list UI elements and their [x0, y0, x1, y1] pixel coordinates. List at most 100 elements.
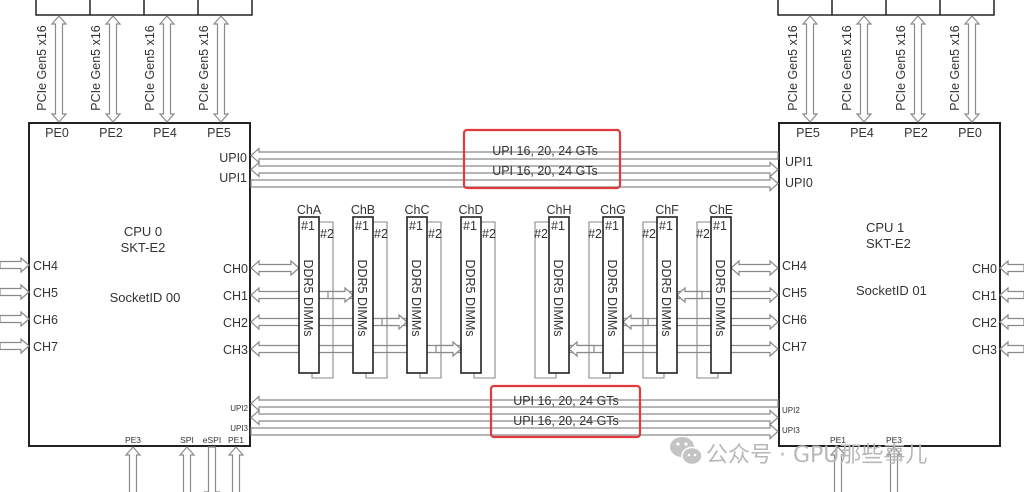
upi-top-link-1: [250, 147, 779, 164]
cpu1-dimm-ch-head: [676, 286, 703, 304]
dimm2-outline: [419, 221, 442, 379]
dimm2-outline: [696, 221, 719, 379]
cpu1-bottom-port-link: [829, 446, 847, 492]
dimm1-module: [548, 216, 570, 374]
pcie-port-label: PE5: [207, 126, 231, 140]
cpu1-upi2-label: UPI2: [782, 406, 800, 415]
pcie-link-label: PCIe Gen5 x16: [948, 25, 962, 111]
link-arrow: [104, 15, 122, 123]
dimm2-label: #2: [482, 227, 496, 241]
cpu0-block: CPU 0 SKT-E2 SocketID 00: [28, 122, 251, 447]
dimm-type-label: DDR5 DIMMs: [409, 259, 423, 336]
link-arrow: [0, 256, 30, 274]
link-arrow: [855, 15, 873, 123]
link-arrow: [250, 423, 779, 440]
dimm2-label: #2: [374, 227, 388, 241]
cpu1-dimm-ch-head: [568, 340, 595, 358]
cpu0-right-ch-label: CH2: [223, 316, 248, 330]
link-arrow: [0, 337, 30, 355]
cpu0-ext-ch-link: [0, 256, 30, 274]
dimm-type-label: DDR5 DIMMs: [713, 259, 727, 336]
pcie-link-label: PCIe Gen5 x16: [89, 25, 103, 111]
link-arrow: [999, 313, 1024, 331]
cpu1-left-ch-label: CH5: [782, 286, 807, 300]
cpu1-dimm-ch-link: [730, 259, 779, 277]
link-arrow: [999, 286, 1024, 304]
pcie-link: [963, 15, 981, 123]
cpu1-right-ch-label: CH1: [972, 289, 997, 303]
pcie-port-label: PE2: [904, 126, 928, 140]
cpu0-left-ch-label: CH7: [33, 340, 58, 354]
dimm-channel-label: ChD: [458, 203, 483, 217]
cpu0-bottom-port-label: PE3: [125, 435, 141, 445]
cpu0-upi2-label: UPI2: [230, 404, 248, 413]
cpu0-upi0-label: UPI0: [219, 151, 247, 165]
dimm1-module: [460, 216, 482, 374]
dimm2-outline: [311, 221, 334, 379]
upi-bottom-link-1: [250, 395, 779, 412]
cpu0-bottom-port-label: eSPI: [203, 435, 221, 445]
pcie-port-label: PE4: [850, 126, 874, 140]
cpu1-right-ch-label: CH3: [972, 343, 997, 357]
dimm1-label: #1: [409, 219, 423, 233]
cpu1-bottom-port-label: PE1: [830, 435, 846, 445]
cpu0-bottom-port-link: [203, 446, 221, 492]
cpu1-upi3-label: UPI3: [782, 426, 800, 435]
dimm1-label: #1: [713, 219, 727, 233]
cpu0-socket-id: SocketID 00: [110, 290, 181, 305]
link-arrow: [999, 340, 1024, 358]
link-arrow: [50, 15, 68, 123]
link-arrow: [250, 147, 779, 164]
dimm2-label: #2: [428, 227, 442, 241]
link-arrow: [622, 313, 649, 331]
wechat-icon: [670, 437, 703, 466]
dimm1-module: [656, 216, 678, 374]
cpu0-right-ch-label: CH0: [223, 262, 248, 276]
cpu0-left-ch-label: CH6: [33, 313, 58, 327]
link-arrow: [250, 259, 300, 277]
link-arrow: [999, 259, 1024, 277]
cpu0-outline: [28, 122, 251, 447]
pcie-port-label: PE5: [796, 126, 820, 140]
cpu0-left-ch-label: CH4: [33, 259, 58, 273]
dimm1-label: #1: [605, 219, 619, 233]
cpu1-ext-ch-link: [999, 340, 1024, 358]
dimm1-label: #1: [301, 219, 315, 233]
cpu0-dimm-ch-link: [250, 259, 300, 277]
cpu1-ext-ch-link: [999, 259, 1024, 277]
cpu1-bottom-port-link: [885, 446, 903, 492]
pcie-link: [158, 15, 176, 123]
link-arrow: [250, 175, 779, 192]
dimm-type-label: DDR5 DIMMs: [301, 259, 315, 336]
link-arrow: [203, 446, 221, 492]
link-arrow: [963, 15, 981, 123]
cpu0-ext-ch-link: [0, 310, 30, 328]
dimm1-module: [298, 216, 320, 374]
upi-top-link-3: [250, 175, 779, 192]
upi-bottom-highlight-box: [489, 384, 642, 439]
pcie-link: [50, 15, 68, 123]
cpu0-upi3-label: UPI3: [230, 424, 248, 433]
pcie-link: [801, 15, 819, 123]
link-arrow: [568, 340, 595, 358]
link-arrow: [730, 259, 779, 277]
cpu1-socket-id: SocketID 01: [856, 283, 927, 298]
link-arrow: [327, 286, 354, 304]
cpu0-bottom-port-link: [227, 446, 245, 492]
pcie-port-label: PE0: [958, 126, 982, 140]
dimm1-module: [710, 216, 732, 374]
pcie-link-label: PCIe Gen5 x16: [35, 25, 49, 111]
dimm-channel-label: ChG: [600, 203, 626, 217]
cpu1-upi1-label: UPI1: [785, 155, 813, 169]
cpu0-upi1-label: UPI1: [219, 171, 247, 185]
link-arrow: [435, 340, 462, 358]
dimm2-label: #2: [696, 227, 710, 241]
dimm-channel-label: ChA: [297, 203, 322, 217]
